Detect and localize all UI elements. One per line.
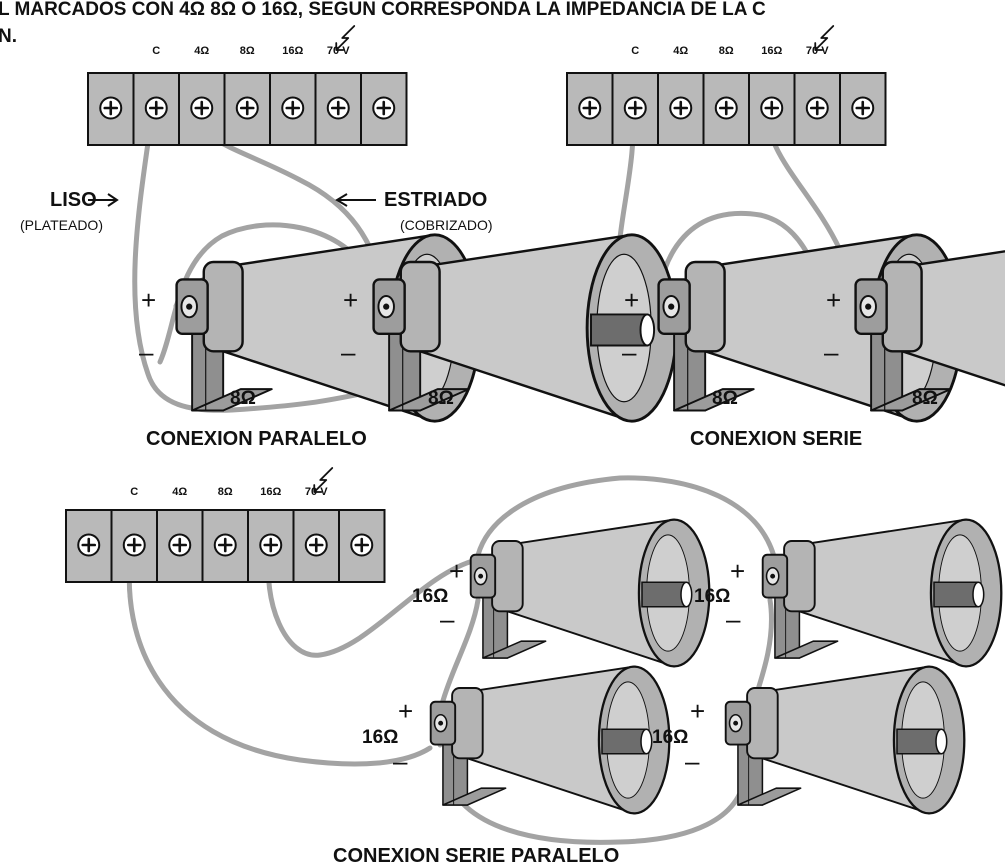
label-liso: LISO (50, 189, 97, 211)
terminal-label-series-parallel-3: 8Ω (218, 486, 233, 498)
terminal-labels-parallel: C 4Ω 8Ω 16Ω 70 V (152, 25, 356, 57)
screw-terminal-parallel-5 (280, 96, 305, 120)
screw-terminal-series-4 (714, 96, 739, 120)
terminal-strip-parallel (87, 72, 408, 146)
terminal-label-series-2: 4Ω (673, 45, 688, 57)
terminal-label-series-parallel-1: C (130, 486, 138, 498)
caption-series: CONEXION SERIE (690, 428, 862, 450)
wire-liso-parallel-c (132, 105, 373, 413)
polarity-minus-sp-bottom-right: – (685, 746, 700, 776)
polarity-minus-parallel-b: – (341, 337, 356, 367)
caption-parallel: CONEXION PARALELO (146, 428, 367, 450)
polarity-plus-series-a: + (624, 285, 639, 315)
screw-terminal-parallel-7 (371, 96, 396, 120)
polarity-minus-sp-top-left: – (440, 604, 455, 634)
polarity-minus-series-b: – (824, 337, 839, 367)
speaker-horn-sp-top-left (469, 518, 711, 668)
arrow-estriado (335, 193, 376, 207)
wire-sp-c (126, 547, 433, 767)
caption-series-parallel: CONEXION SERIE PARALELO (333, 845, 619, 866)
impedance-series-b: 8Ω (912, 388, 938, 409)
terminal-label-series-parallel-2: 4Ω (172, 486, 187, 498)
screw-terminal-series-parallel-6 (304, 533, 329, 557)
polarity-plus-sp-top-left: + (449, 556, 464, 586)
screw-terminal-series-2 (623, 96, 648, 120)
speaker-horn-sp-top-right (761, 518, 1003, 668)
screw-terminal-series-3 (668, 96, 693, 120)
wire-sp-loop-bottom (442, 769, 748, 845)
screw-terminal-series-parallel-5 (258, 533, 283, 557)
wire-sp-16ohm (265, 547, 479, 658)
terminal-label-series-3: 8Ω (719, 45, 734, 57)
arrow-70v-series (814, 25, 835, 51)
polarity-minus-parallel-a: – (139, 337, 154, 367)
screw-terminal-parallel-2 (144, 96, 169, 120)
speaker-horn-sp-bottom-left (429, 665, 671, 815)
header-line-1: L MARCADOS CON 4Ω 8Ω O 16Ω, SEGUN CORRES… (0, 0, 766, 20)
screw-terminal-series-1 (577, 96, 602, 120)
screw-terminal-series-5 (759, 96, 784, 120)
polarity-plus-sp-bottom-right: + (690, 696, 705, 726)
screw-terminal-series-7 (850, 96, 875, 120)
impedance-parallel-b: 8Ω (428, 388, 454, 409)
impedance-sp-bottom-left: 16Ω (362, 727, 398, 748)
polarity-plus-series-b: + (826, 285, 841, 315)
speaker-horn-parallel-b (372, 233, 678, 423)
screw-terminal-series-parallel-2 (122, 533, 147, 557)
terminal-label-parallel-3: 8Ω (240, 45, 255, 57)
polarity-plus-sp-top-right: + (730, 556, 745, 586)
screw-terminal-series-parallel-4 (213, 533, 238, 557)
terminal-label-series-4: 16Ω (761, 45, 782, 57)
screw-terminal-parallel-4 (235, 96, 260, 120)
impedance-sp-bottom-right: 16Ω (652, 727, 688, 748)
wire-sp-loop-top (475, 475, 778, 563)
polarity-plus-parallel-b: + (343, 285, 358, 315)
terminal-label-series-1: C (631, 45, 639, 57)
terminal-label-parallel-4: 16Ω (282, 45, 303, 57)
label-liso-sub: (PLATEADO) (20, 217, 103, 233)
screw-terminal-parallel-1 (98, 96, 123, 120)
screw-terminal-series-parallel-3 (167, 533, 192, 557)
polarity-minus-sp-bottom-left: – (393, 746, 408, 776)
terminal-label-series-parallel-4: 16Ω (260, 486, 281, 498)
screw-terminal-parallel-3 (189, 96, 214, 120)
screw-terminal-parallel-6 (326, 96, 351, 120)
terminal-label-parallel-2: 4Ω (194, 45, 209, 57)
terminal-label-series-5: 70 V (806, 45, 829, 57)
polarity-minus-series-a: – (622, 337, 637, 367)
terminal-labels-series: C 4Ω 8Ω 16Ω 70 V (631, 25, 835, 57)
terminal-strip-series-parallel (65, 509, 386, 583)
polarity-minus-sp-top-right: – (726, 604, 741, 634)
screw-terminal-series-6 (805, 96, 830, 120)
polarity-plus-parallel-a: + (141, 285, 156, 315)
arrow-70v-parallel (335, 25, 356, 51)
speaker-horn-sp-bottom-right (724, 665, 966, 815)
impedance-sp-top-left: 16Ω (412, 586, 448, 607)
impedance-series-a: 8Ω (712, 388, 738, 409)
terminal-strip-series (566, 72, 887, 146)
label-estriado: ESTRIADO (384, 189, 487, 211)
polarity-plus-sp-bottom-left: + (398, 696, 413, 726)
screw-terminal-series-parallel-1 (76, 533, 101, 557)
header-line-2: N. (0, 26, 17, 47)
impedance-sp-top-right: 16Ω (694, 586, 730, 607)
screw-terminal-series-parallel-7 (349, 533, 374, 557)
impedance-parallel-a: 8Ω (230, 388, 256, 409)
label-estriado-sub: (COBRIZADO) (400, 217, 493, 233)
arrow-70v-series-parallel (313, 467, 334, 493)
terminal-label-parallel-5: 70 V (327, 45, 350, 57)
terminal-label-parallel-1: C (152, 45, 160, 57)
arrow-liso (88, 193, 119, 207)
